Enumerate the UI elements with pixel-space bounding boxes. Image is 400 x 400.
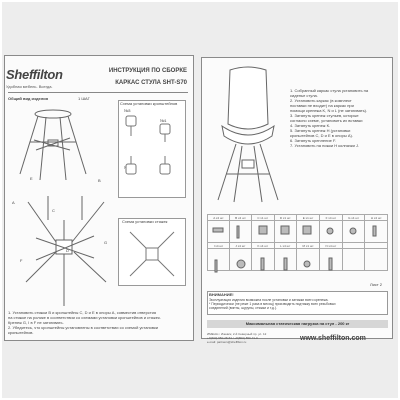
leg-scheme-diagram [129,231,175,277]
part-letter: G [104,240,108,245]
instruction-line: сиденье стула. [290,93,318,98]
brand-logo: Sheffilton [6,67,63,82]
warning-line: Эксплуатация изделия возможна после уста… [209,298,329,302]
bracket-label: №1 [160,118,167,123]
instruction-line: 6. Затянуть крепление F. [290,138,337,143]
part-letter: C [52,208,55,213]
instruction-line: согласно схеме, установить их вставки [290,118,363,123]
warning-line: соединений (винты, шурупы, стяжки и т.д.… [209,306,277,310]
max-load-banner: Максимальная статическая нагрузка на сту… [207,320,388,328]
warning-title: ВНИМАНИЕ! [209,292,234,297]
instruction-line: кронштейнов. [8,330,34,335]
instruction-line: поставки не входит) на каркас при [290,103,354,108]
instruction-line: 2. Установить каркас (в комплект [290,98,352,103]
left-instructions: 1. Установить стяжки B и кронштейны C, D… [8,310,188,335]
website-link[interactable]: www.sheffilton.com [300,335,366,342]
part-letter: A [12,200,15,205]
part-image-cell [296,248,321,271]
brand-tagline: Удобная мебель. Всегда. [6,84,53,89]
part-letter: B [98,178,101,183]
part-letter: F [20,258,23,263]
model-title: КАРКАС СТУЛА SHT-S70 [115,80,187,86]
bracket-scheme-title: Схема установки кронштейнов [120,101,178,106]
instruction-title: ИНСТРУКЦИЯ ПО СБОРКЕ [108,68,187,74]
instruction-line: 4. Затянуть крепеж K. [290,123,331,128]
instruction-line: 5. Затянуть крепеж H (установки [290,128,351,133]
contact-line: ИМЕНА г. Ижевск, 2-й Северный пр. ул. 12 [207,332,267,336]
part-image-cell [364,248,388,271]
instruction-line: 2. Убедитесь, что кронштейны установлены… [8,325,158,330]
chair-frame-general-view [19,109,87,181]
header-divider [8,92,188,93]
general-view-label: Общий вид изделия [8,96,49,101]
bracket-label: №3 [124,108,131,113]
part-image-cell [228,248,253,271]
page-number: Лист 2 [370,282,383,287]
assembled-chair-diagram [217,66,279,203]
instruction-line: 1. Собранный каркас стула установить на [290,88,369,93]
company-contacts: ИМЕНА г. Ижевск, 2-й Северный пр. ул. 12… [207,332,266,344]
warning-box [207,291,388,315]
step-label: 1 ШАГ [78,96,90,101]
part-letter: D [66,248,69,253]
instruction-line: 7. Установить на ножки H колпачки J. [290,143,360,148]
contact-line: +7(800) 550-28-54 / +8(800) 550-71-0 [207,336,258,340]
part-letter: E [30,176,33,181]
part-image-cell [341,248,366,271]
instruction-line: кронштейнов C, D и E в опоры A). [290,133,353,138]
instruction-line: на стяжке на ролике в соответствии со сх… [8,315,161,320]
right-instructions: 1. Собранный каркас стула установить на … [290,88,388,148]
parts-icons [212,225,377,273]
bracket-diagrams [125,115,171,175]
warning-text: Эксплуатация изделия возможна после уста… [209,298,387,310]
instruction-line: Крепеж G, I в F не затягивать. [8,320,64,325]
contact-line: e-mail: partners@sheffilton.ru [207,340,247,344]
instruction-line: 1. Установить стяжки B и кронштейны C, D… [8,310,157,315]
warning-line: * Периодически (не реже 1 раза в месяц) … [209,302,336,306]
leg-scheme-title: Схема установки стяжек [122,219,168,224]
exploded-assembly-diagram [25,196,107,306]
instruction-line: 3. Затянуть крепеж стульев, которые [290,113,359,118]
instruction-line: помощи крепежа K, N и L (не затягивать). [290,108,368,113]
